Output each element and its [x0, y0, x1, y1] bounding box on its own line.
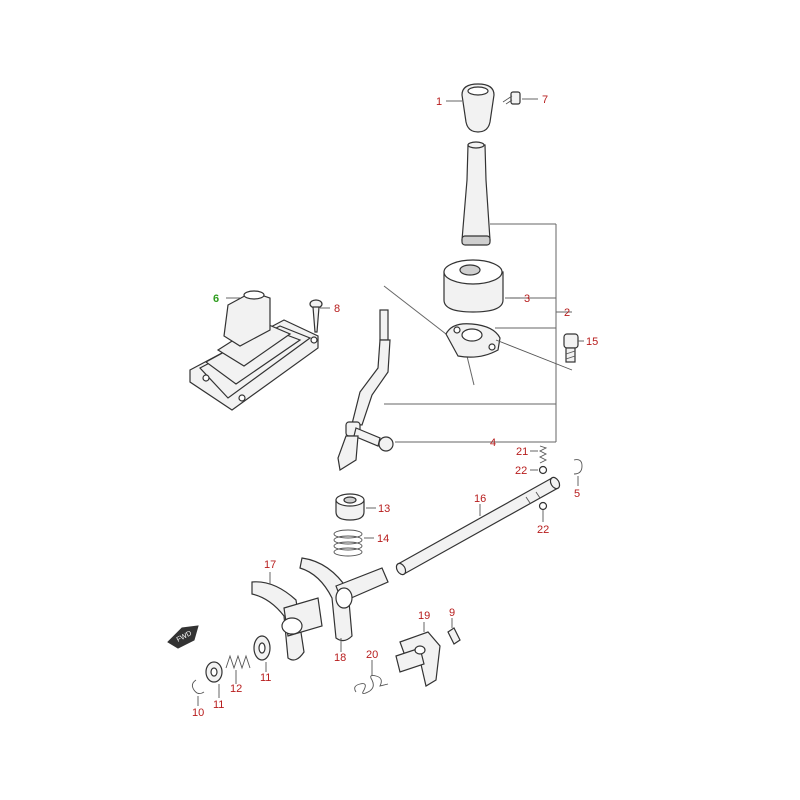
callout-17: 17	[264, 559, 276, 571]
callout-11b: 11	[260, 672, 271, 684]
fwd-arrow-icon: FWD	[167, 625, 199, 649]
ball-4	[378, 436, 394, 452]
callout-22b: 22	[537, 524, 549, 536]
spring-12	[225, 654, 251, 670]
callout-2: 2	[564, 307, 570, 319]
callout-15: 15	[586, 336, 598, 348]
washer-11a	[205, 661, 223, 683]
bracket-19	[395, 631, 441, 687]
pin-9	[447, 627, 461, 645]
callout-8: 8	[334, 303, 340, 315]
callout-9: 9	[449, 607, 455, 619]
callout-1: 1	[436, 96, 442, 108]
callout-19: 19	[418, 610, 430, 622]
spring-20	[354, 675, 389, 695]
callout-12: 12	[230, 683, 242, 695]
spring-21	[538, 445, 548, 464]
clip-10	[191, 679, 205, 695]
callout-16: 16	[474, 493, 486, 505]
callouts: 1 7 2 3 15 4 6 8 21 22 5 16 22 13 14 17 …	[192, 94, 598, 719]
callout-21: 21	[516, 446, 528, 458]
callout-6: 6	[213, 293, 219, 305]
clip-5	[573, 459, 583, 475]
callout-5: 5	[574, 488, 580, 500]
shift-boot-6	[189, 290, 319, 411]
lower-shift-lever	[337, 309, 391, 471]
leader-lines	[197, 98, 584, 706]
collar-13	[335, 493, 365, 521]
callout-10: 10	[192, 707, 204, 719]
callout-3: 3	[524, 293, 530, 305]
washer-11b	[253, 635, 271, 661]
callout-4: 4	[490, 437, 496, 449]
shift-knob	[461, 83, 495, 133]
bolt-15	[563, 333, 579, 363]
ball-22b	[538, 501, 548, 511]
shift-shaft-16	[395, 476, 561, 576]
spring-14	[333, 529, 363, 557]
bolt-7	[502, 91, 521, 105]
ball-22a	[538, 465, 548, 475]
callout-13: 13	[378, 503, 390, 515]
callout-18: 18	[334, 652, 346, 664]
callout-22a: 22	[515, 465, 527, 477]
callout-14: 14	[377, 533, 389, 545]
callout-20: 20	[366, 649, 378, 661]
screw-8	[309, 299, 323, 333]
lever-upper-shaft	[461, 141, 491, 246]
seat-plate	[445, 323, 501, 358]
shift-fork-18	[299, 557, 389, 642]
callout-11a: 11	[213, 699, 224, 711]
shift-fork-17	[251, 581, 323, 661]
callout-7: 7	[542, 94, 548, 106]
bushing-3	[443, 259, 504, 313]
